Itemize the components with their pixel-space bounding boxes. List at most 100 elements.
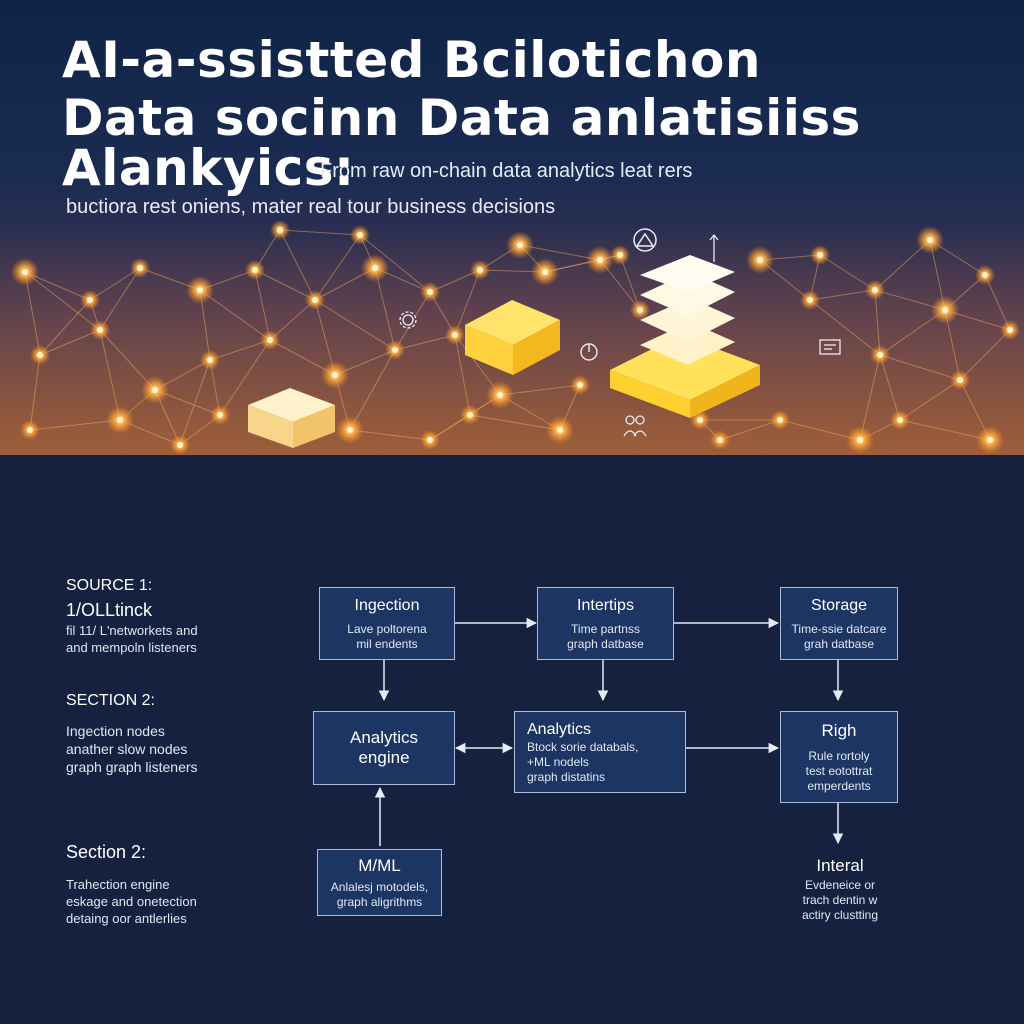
network-node: [957, 377, 963, 383]
network-link: [279, 229, 316, 301]
node-righ[interactable]: Righ Rule rortoly test eotottrat emperde…: [780, 711, 898, 803]
network-node: [987, 437, 993, 443]
network-link: [374, 267, 396, 351]
node-analytics-desc: Btock sorie databals,: [527, 739, 639, 754]
gear-icon: [399, 311, 417, 329]
section-2-body-line: anather slow nodes: [66, 741, 188, 757]
document-chart-icon: [819, 339, 841, 355]
network-node: [982, 272, 988, 278]
network-node: [177, 442, 183, 448]
node-analytics-engine-title: Analytics: [349, 728, 419, 747]
network-node: [137, 265, 143, 271]
tagline-line-1: From raw on-chain data analytics leat re…: [320, 160, 693, 182]
network-node: [927, 237, 933, 243]
node-mml-desc: Anlalesj motodels,: [330, 879, 429, 894]
section-1-subheading: 1/OLLtinck: [66, 600, 153, 620]
network-node: [877, 352, 883, 358]
interal-desc-line: trach dentin w: [802, 893, 878, 907]
node-storage[interactable]: Storage Time-ssie datcare grah datbase: [780, 587, 898, 660]
node-righ-title: Righ: [821, 720, 857, 740]
node-righ-desc: Rule rortoly: [808, 748, 870, 763]
node-analytics-engine-title-2: engine: [358, 748, 410, 767]
network-link: [219, 339, 271, 416]
node-analytics-engine[interactable]: Analytics engine: [313, 711, 455, 785]
section-3-body-line: Trahection engine: [66, 877, 170, 892]
network-link: [719, 419, 781, 441]
network-link: [819, 254, 876, 291]
network-node: [267, 337, 273, 343]
network-link: [29, 354, 41, 431]
network-node: [312, 297, 318, 303]
node-mml[interactable]: M/ML Anlalesj motodels, graph aligrithms: [317, 849, 442, 916]
network-link: [809, 299, 881, 356]
network-node: [942, 307, 948, 313]
network-node: [392, 347, 398, 353]
node-storage-desc: Time-ssie datcare: [791, 621, 887, 636]
network-link: [199, 289, 271, 341]
section-2-body-line: graph graph listeners: [66, 759, 198, 775]
network-node: [597, 257, 603, 263]
node-mml-desc: graph aligrithms: [336, 894, 423, 909]
network-link: [99, 267, 141, 331]
network-node: [332, 372, 338, 378]
network-link: [254, 269, 271, 341]
network-node: [97, 327, 103, 333]
network-node: [87, 297, 93, 303]
network-node: [277, 227, 283, 233]
network-link: [359, 234, 431, 293]
node-storage-desc: grah datbase: [803, 636, 875, 651]
network-node: [807, 297, 813, 303]
network-node: [357, 232, 363, 238]
network-node: [347, 427, 353, 433]
network-node: [27, 427, 33, 433]
interal-desc-line: Evdeneice or: [804, 878, 876, 892]
interal-title: Interal: [816, 856, 864, 875]
network-node: [777, 417, 783, 423]
network-node: [427, 437, 433, 443]
node-analytics-desc: graph distatins: [527, 769, 606, 784]
network-link: [209, 339, 271, 361]
network-link: [859, 354, 881, 441]
network-node: [217, 412, 223, 418]
node-analytics[interactable]: Analytics Btock sorie databals, +ML node…: [514, 711, 686, 793]
network-node: [467, 412, 473, 418]
network-link: [394, 334, 456, 351]
section-1-body: fil 11/ L'networkets and and mempoln lis…: [66, 622, 198, 656]
node-intertips-title: Intertips: [577, 596, 634, 614]
node-intertips[interactable]: Intertips Time partnss graph datbase: [537, 587, 674, 660]
node-mml-title: M/ML: [358, 855, 401, 875]
node-righ-desc: emperdents: [807, 778, 871, 793]
section-3-body: Trahection engine eskage and onetection …: [66, 876, 197, 927]
node-intertips-desc: graph datbase: [567, 636, 644, 651]
main-title-line-2: Data socinn Data anlatisiiss: [62, 89, 861, 147]
data-block-cube: [248, 388, 335, 448]
main-title-line-1: AI-a-ssistted Bcilotichon: [62, 31, 761, 89]
interal-desc-line: actiry clustting: [801, 908, 879, 922]
section-3-body-line: detaing oor antlerlies: [66, 911, 187, 926]
network-node: [1007, 327, 1013, 333]
network-node: [857, 437, 863, 443]
network-node: [22, 269, 28, 275]
network-link: [879, 354, 901, 421]
network-link: [269, 299, 316, 341]
section-2-heading: SECTION 2:: [66, 692, 155, 709]
network-node: [717, 437, 723, 443]
network-node: [897, 417, 903, 423]
section-3-heading: Section 2:: [66, 842, 147, 862]
network-link: [959, 329, 1011, 381]
network-illustration: [0, 220, 1024, 455]
network-link: [899, 419, 991, 441]
network-node: [427, 289, 433, 295]
node-ingestion[interactable]: Ingection Lave poltorena mil endents: [319, 587, 455, 660]
section-2-body: Ingection nodes anather slow nodes graph…: [66, 722, 198, 776]
node-intertips-desc: Time partnss: [571, 621, 640, 636]
network-node: [617, 252, 623, 258]
node-ingestion-title: Ingection: [354, 596, 420, 614]
network-node: [252, 267, 258, 273]
interal-desc: Evdeneice or trach dentin w actiry clust…: [770, 878, 910, 923]
network-node: [372, 265, 378, 271]
section-1-heading: SOURCE 1:: [66, 577, 153, 594]
network-link: [899, 379, 961, 421]
network-node: [697, 417, 703, 423]
network-link: [279, 229, 361, 236]
